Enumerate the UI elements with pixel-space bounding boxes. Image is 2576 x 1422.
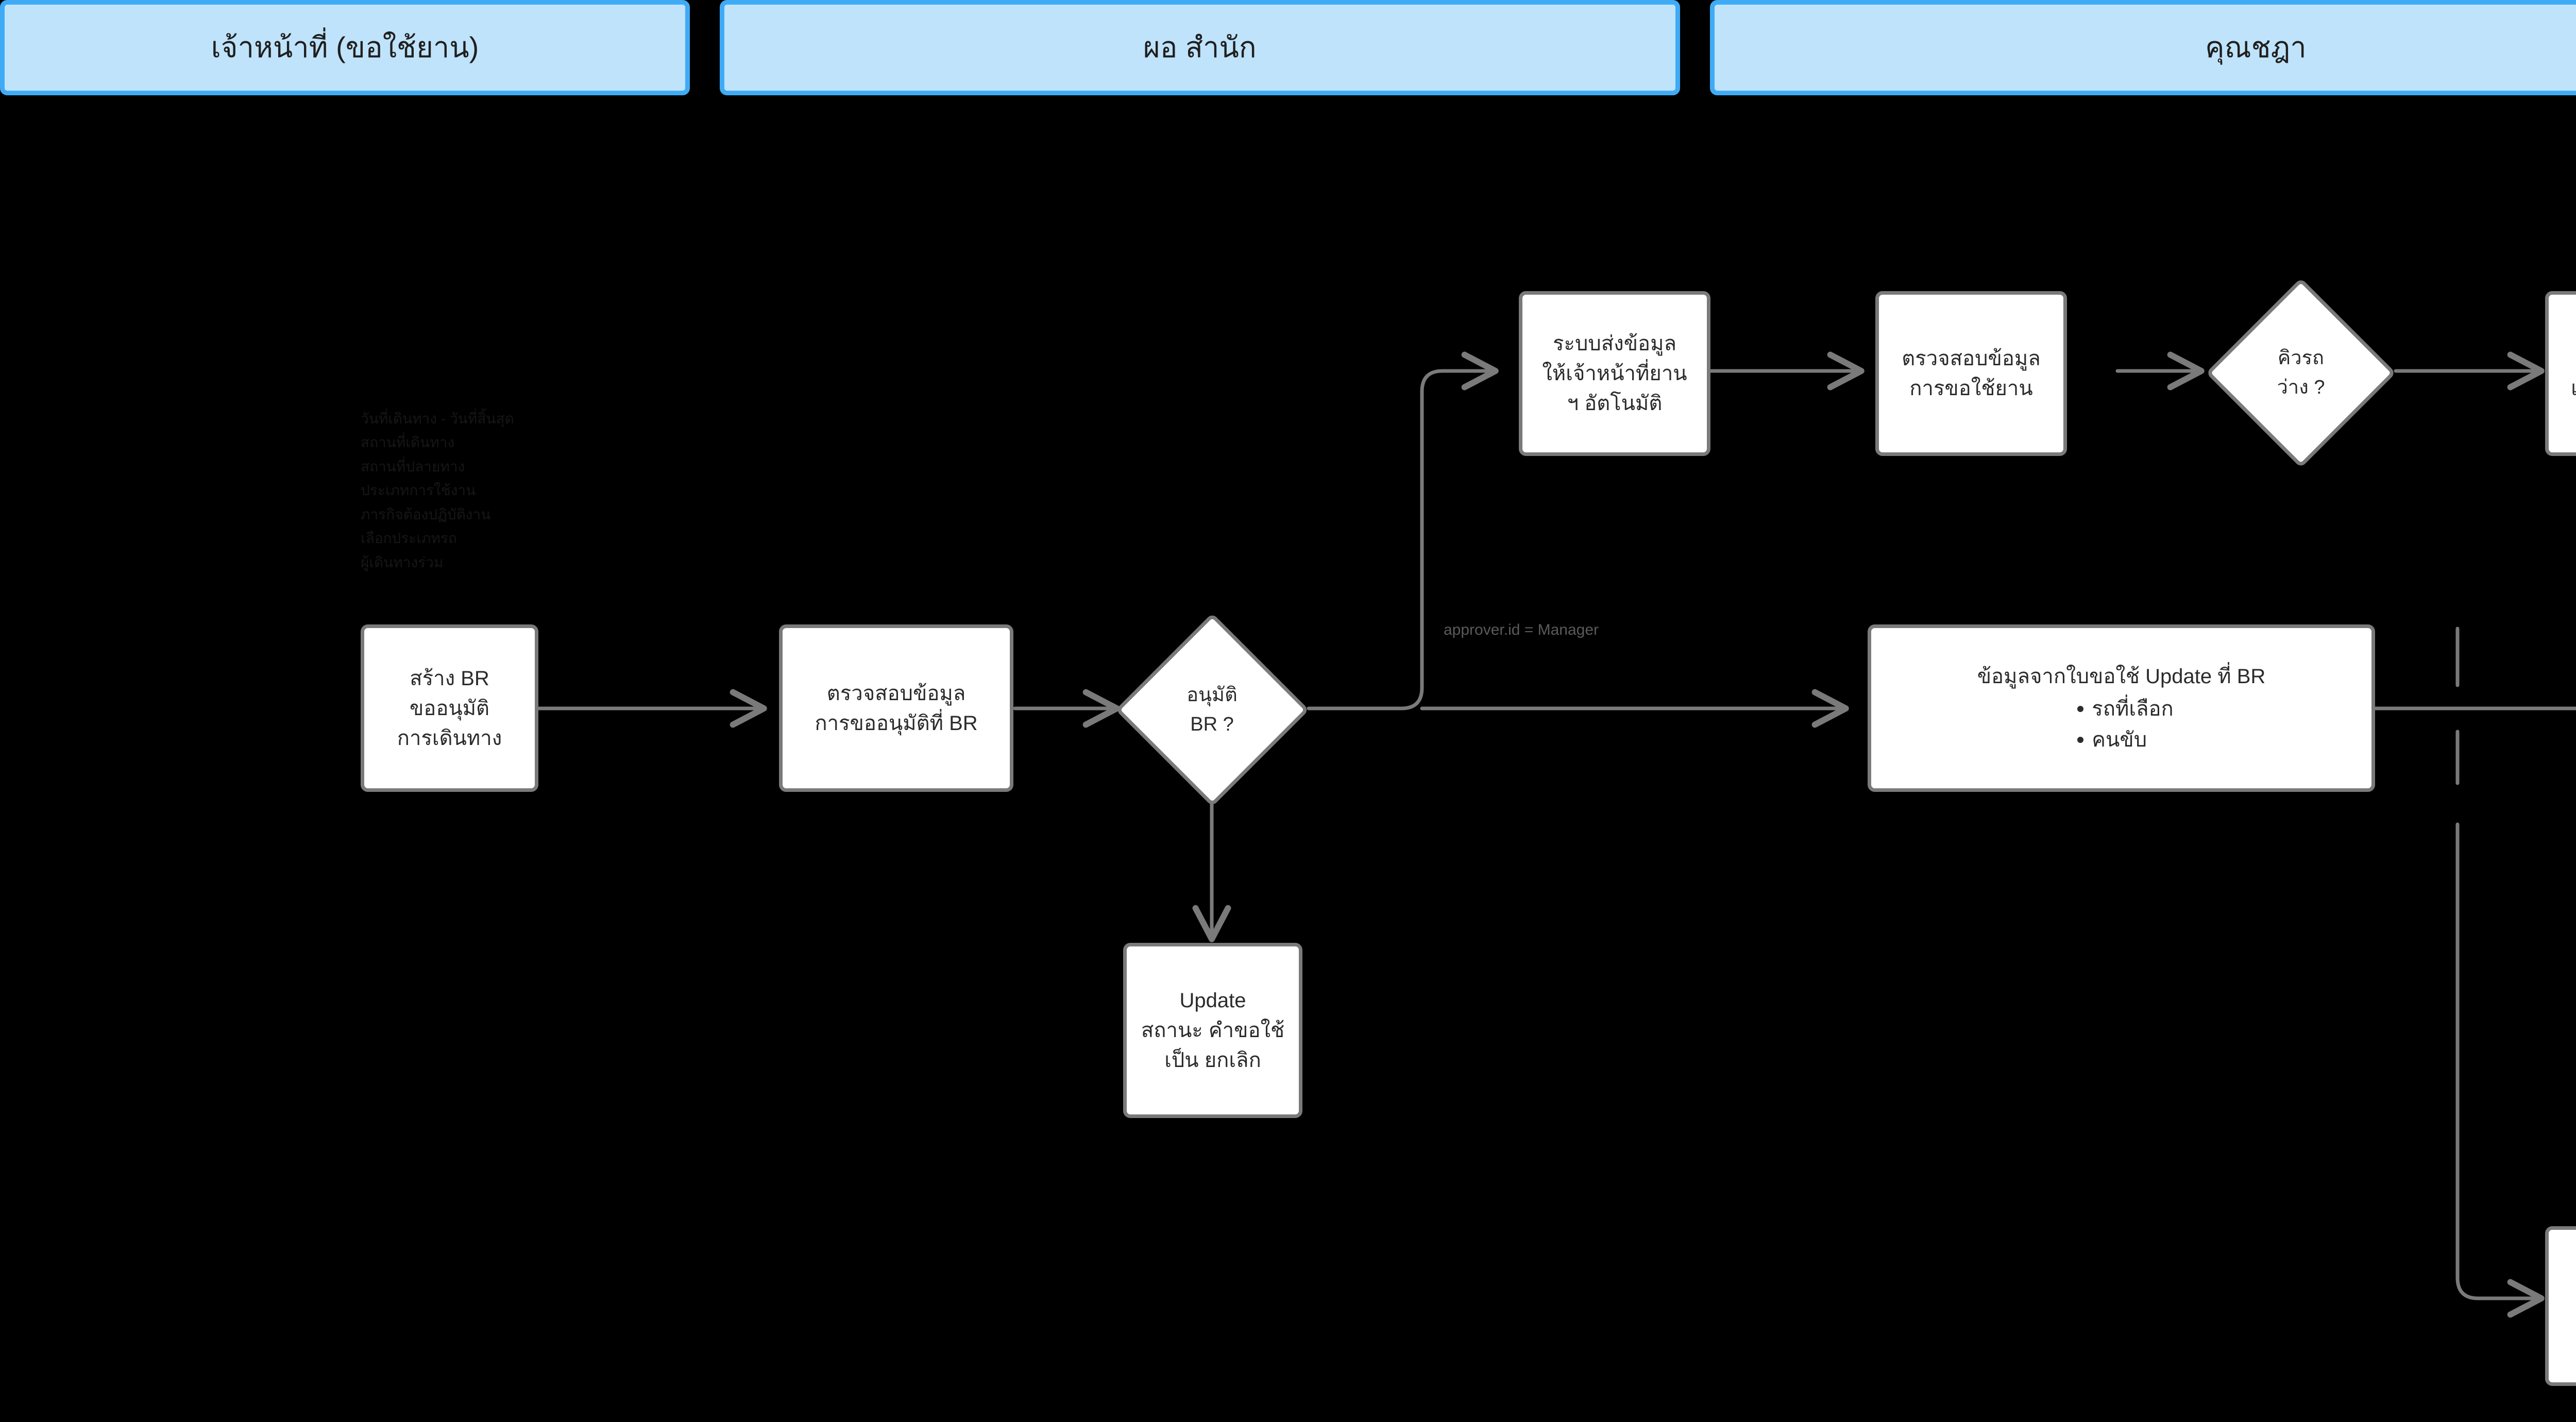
decision-approve-br[interactable]: อนุมัติ BR ?: [1115, 613, 1309, 807]
node-assign-car[interactable]: ระบุรถ และคนขับ: [2545, 291, 2576, 456]
node-system-send-line2: ให้เจ้าหน้าที่ยาน: [1542, 362, 1687, 385]
decision-approve-br-label: อนุมัติ BR ?: [1187, 684, 1238, 735]
approver-rule-note: approver.id = Manager: [1444, 621, 1599, 638]
swimlane-header-row: เจ้าหน้าที่ (ขอใช้ยาน) ผอ สำนัก คุณชฎา ผ…: [0, 0, 2576, 95]
node-update-cancel-line3: เป็น ยกเลิก: [1164, 1049, 1261, 1072]
decision-queue-free-label: คิวรถ ว่าง ?: [2277, 347, 2325, 398]
node-system-send-line3: ฯ อัตโนมัติ: [1567, 392, 1663, 415]
node-check-vehicle-line2: การขอใช้ยาน: [1909, 377, 2033, 400]
node-create-br[interactable]: สร้าง BR ขออนุมัติ การเดินทาง: [361, 624, 538, 792]
decision-queue-free[interactable]: คิวรถ ว่าง ?: [2206, 278, 2396, 468]
node-create-br-line2: ขออนุมัติ: [409, 697, 490, 720]
swimlane-officer-label: เจ้าหน้าที่ (ขอใช้ยาน): [211, 31, 479, 64]
node-create-br-purchase[interactable]: สร้าง BR ขออนุมัติขอจัดซื้อจัดจ้าง แบบไม…: [2545, 1226, 2576, 1386]
node-update-br[interactable]: ข้อมูลจากใบขอใช้ Update ที่ BR รถที่เลือ…: [1868, 624, 2375, 792]
node-system-send[interactable]: ระบบส่งข้อมูล ให้เจ้าหน้าที่ยาน ฯ อัตโนม…: [1519, 291, 1710, 456]
node-check-br-line1: ตรวจสอบข้อมูล: [826, 682, 966, 705]
node-check-br[interactable]: ตรวจสอบข้อมูล การขออนุมัติที่ BR: [779, 624, 1013, 792]
node-update-br-title: ข้อมูลจากใบขอใช้ Update ที่ BR: [1977, 665, 2266, 688]
edge-spine-to-purchase-br: [2455, 822, 2545, 1318]
form-fields-note: วันที่เดินทาง - วันที่สิ้นสุด สถานที่เดิ…: [361, 411, 514, 570]
node-update-cancel[interactable]: Update สถานะ คำขอใช้ เป็น ยกเลิก: [1123, 943, 1302, 1118]
edge-decision-to-system-send: [1307, 351, 1499, 710]
node-update-br-bullets: รถที่เลือก คนขับ: [2069, 693, 2174, 755]
node-create-br-line3: การเดินทาง: [397, 726, 502, 750]
node-system-send-line1: ระบบส่งข้อมูล: [1553, 332, 1676, 355]
node-update-br-bullet-1: รถที่เลือก: [2069, 693, 2174, 724]
node-check-vehicle[interactable]: ตรวจสอบข้อมูล การขอใช้ยาน: [1875, 291, 2067, 456]
swimlane-officer[interactable]: เจ้าหน้าที่ (ขอใช้ยาน): [0, 0, 690, 95]
node-update-cancel-line1: Update: [1179, 989, 1246, 1012]
node-update-br-bullet-2: คนขับ: [2069, 724, 2174, 755]
node-check-vehicle-line1: ตรวจสอบข้อมูล: [1902, 347, 2041, 370]
swimlane-chada-label: คุณชฎา: [2205, 31, 2307, 64]
node-update-cancel-line2: สถานะ คำขอใช้: [1141, 1019, 1285, 1042]
node-assign-car-line2: และคนขับ: [2571, 374, 2576, 403]
swimlane-director[interactable]: ผอ สำนัก: [719, 0, 1680, 95]
swimlane-chada[interactable]: คุณชฎา: [1709, 0, 2576, 95]
node-check-br-line2: การขออนุมัติที่ BR: [815, 712, 978, 735]
node-create-br-line1: สร้าง BR: [410, 667, 489, 690]
swimlane-director-label: ผอ สำนัก: [1143, 31, 1257, 64]
